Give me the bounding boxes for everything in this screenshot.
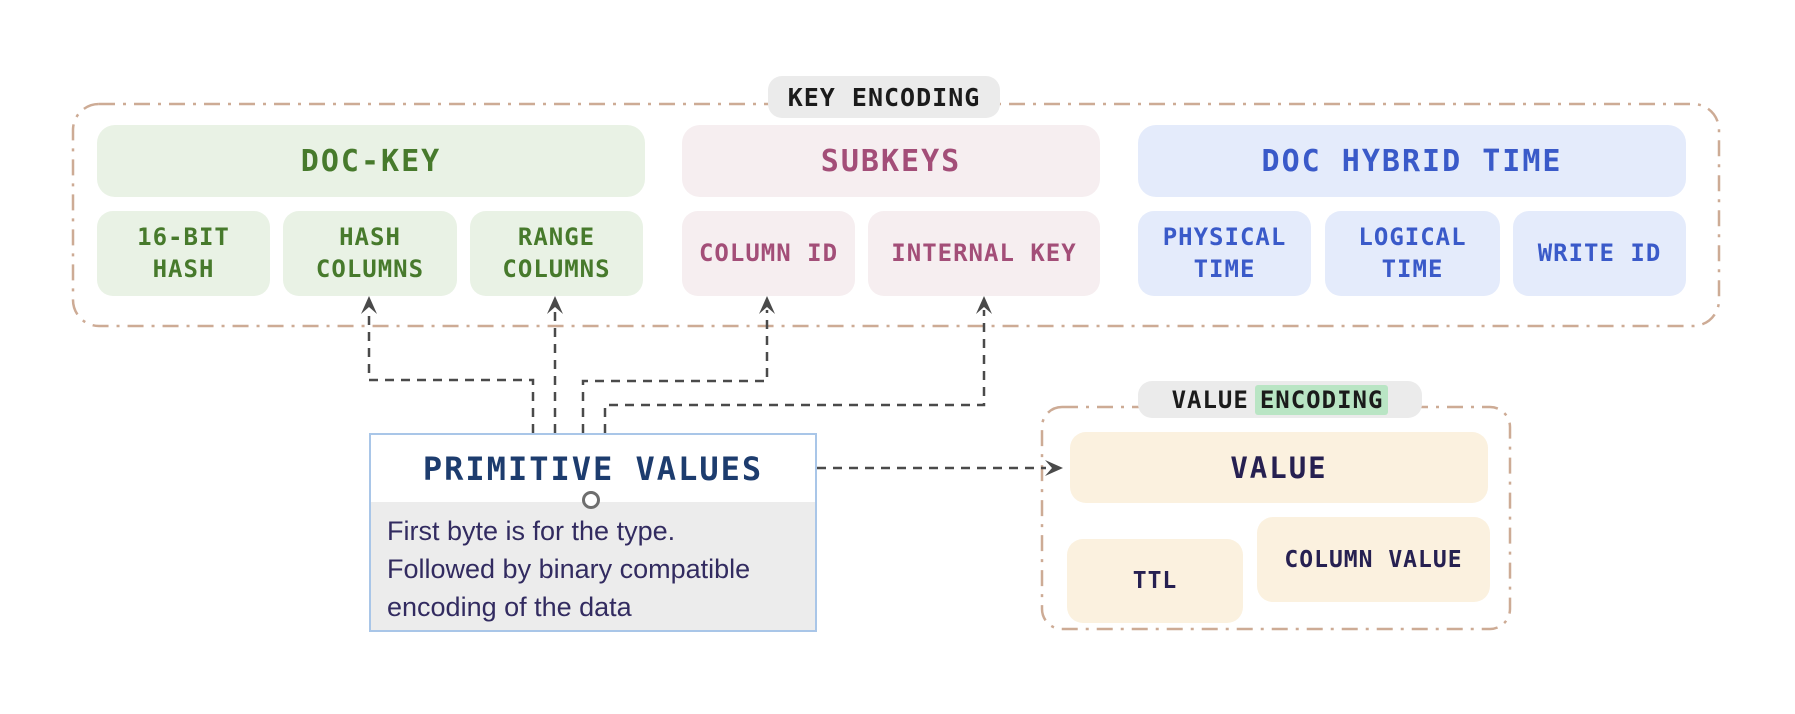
connector-handle-icon bbox=[582, 491, 600, 509]
doc-hybrid-time-header: DOC HYBRID TIME bbox=[1138, 125, 1686, 197]
box-16-bit-hash: 16-BIT HASH bbox=[97, 211, 270, 296]
primitive-values-card: PRIMITIVE VALUES First byte is for the t… bbox=[369, 433, 817, 632]
key-encoding-label: KEY ENCODING bbox=[768, 76, 1000, 118]
key-encoding-label-text: KEY ENCODING bbox=[787, 82, 981, 112]
arrowhead-up-icon bbox=[759, 296, 775, 314]
box-ttl: TTL bbox=[1067, 539, 1243, 623]
subkeys-header: SUBKEYS bbox=[682, 125, 1100, 197]
primitive-values-description: First byte is for the type. Followed by … bbox=[387, 516, 751, 622]
connector-internal-key bbox=[603, 310, 986, 433]
box-column-value: COLUMN VALUE bbox=[1257, 517, 1490, 602]
box-range-columns: RANGE COLUMNS bbox=[470, 211, 643, 296]
arrowhead-up-icon bbox=[976, 296, 992, 314]
arrowhead-up-icon bbox=[547, 296, 563, 314]
arrowhead-up-icon bbox=[361, 296, 377, 314]
box-hash-columns: HASH COLUMNS bbox=[283, 211, 457, 296]
box-physical-time: PHYSICAL TIME bbox=[1138, 211, 1311, 296]
doc-key-header: DOC-KEY bbox=[97, 125, 645, 197]
connector-arrowheads bbox=[361, 296, 1063, 476]
box-write-id: WRITE ID bbox=[1513, 211, 1686, 296]
box-value: VALUE bbox=[1070, 432, 1488, 503]
connector-column-id bbox=[581, 310, 769, 433]
value-encoding-label-plain: VALUE bbox=[1171, 385, 1249, 414]
connector-hash-columns bbox=[367, 310, 535, 433]
primitive-to-keys-connectors bbox=[367, 310, 1046, 470]
box-column-id: COLUMN ID bbox=[682, 211, 855, 296]
box-logical-time: LOGICAL TIME bbox=[1325, 211, 1500, 296]
value-encoding-label-highlighted: ENCODING bbox=[1254, 384, 1389, 415]
primitive-values-title: PRIMITIVE VALUES bbox=[371, 435, 815, 502]
arrowhead-right-icon bbox=[1045, 460, 1063, 476]
box-internal-key: INTERNAL KEY bbox=[868, 211, 1100, 296]
value-encoding-label: VALUE ENCODING bbox=[1138, 381, 1422, 418]
